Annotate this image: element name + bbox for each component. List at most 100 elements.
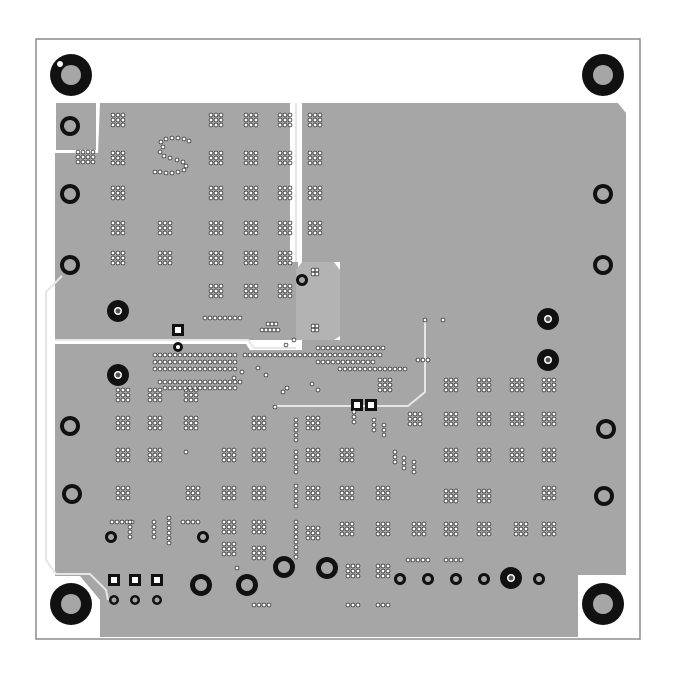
via [120, 397, 126, 403]
via [287, 250, 293, 256]
square-pad-center [111, 577, 117, 583]
via [248, 283, 254, 289]
via [90, 154, 96, 160]
via [243, 160, 249, 166]
via [293, 549, 299, 555]
via [443, 411, 449, 417]
via [282, 288, 288, 294]
through-hole-pad [152, 595, 162, 605]
via [509, 382, 515, 388]
via [443, 421, 449, 427]
via [251, 519, 257, 525]
via [345, 573, 351, 579]
via [115, 150, 121, 156]
via [221, 546, 227, 552]
via [282, 112, 288, 118]
via [317, 117, 323, 123]
via [293, 422, 299, 428]
via [476, 457, 482, 463]
via [197, 352, 203, 358]
via [172, 379, 178, 385]
small-round-pad-hole [176, 345, 180, 349]
via [120, 485, 126, 491]
via [158, 139, 164, 145]
via [167, 260, 173, 266]
via [312, 190, 318, 196]
via [287, 230, 293, 236]
via [551, 452, 557, 458]
via [188, 397, 194, 403]
via [345, 602, 351, 608]
via [291, 337, 297, 343]
via [385, 495, 391, 501]
via [440, 317, 446, 323]
via [293, 493, 299, 499]
via [188, 420, 194, 426]
via [448, 452, 454, 458]
via [305, 452, 311, 458]
via [277, 230, 283, 236]
via [125, 490, 131, 496]
via [208, 283, 214, 289]
via [407, 416, 413, 422]
via [417, 416, 423, 422]
via [546, 387, 552, 393]
via [162, 255, 168, 261]
via [151, 519, 157, 525]
via [339, 521, 345, 527]
via [411, 521, 417, 527]
via [248, 185, 254, 191]
via [551, 447, 557, 453]
via [248, 230, 254, 236]
via [392, 459, 398, 465]
via [120, 250, 126, 256]
via [152, 366, 158, 372]
via [185, 519, 191, 525]
via [293, 524, 299, 530]
via [231, 551, 237, 557]
via [175, 135, 181, 141]
via [257, 352, 263, 358]
via [157, 457, 163, 463]
via [314, 327, 320, 333]
via [513, 531, 519, 537]
pad-hole [278, 561, 290, 573]
via [401, 460, 407, 466]
via [397, 366, 403, 372]
pad-hole [64, 259, 76, 271]
via [476, 447, 482, 453]
via [188, 392, 194, 398]
via [282, 352, 288, 358]
via [115, 260, 121, 266]
via [320, 345, 326, 351]
via [312, 352, 318, 358]
via [486, 493, 492, 499]
via [208, 155, 214, 161]
via [231, 524, 237, 530]
via [448, 387, 454, 393]
via [412, 411, 418, 417]
via [310, 525, 316, 531]
via [349, 447, 355, 453]
via [110, 220, 116, 226]
via [261, 555, 267, 561]
via [421, 526, 427, 532]
via [305, 420, 311, 426]
via [382, 366, 388, 372]
via [541, 447, 547, 453]
via [310, 420, 316, 426]
via [147, 457, 153, 463]
via [284, 385, 290, 391]
via [293, 437, 299, 443]
via [277, 155, 283, 161]
via [251, 425, 257, 431]
via [315, 425, 321, 431]
through-hole-pad [596, 419, 616, 439]
via [162, 379, 168, 385]
via [120, 160, 126, 166]
via [387, 366, 393, 372]
via [371, 417, 377, 423]
via [287, 195, 293, 201]
via [172, 366, 178, 372]
via [350, 568, 356, 574]
